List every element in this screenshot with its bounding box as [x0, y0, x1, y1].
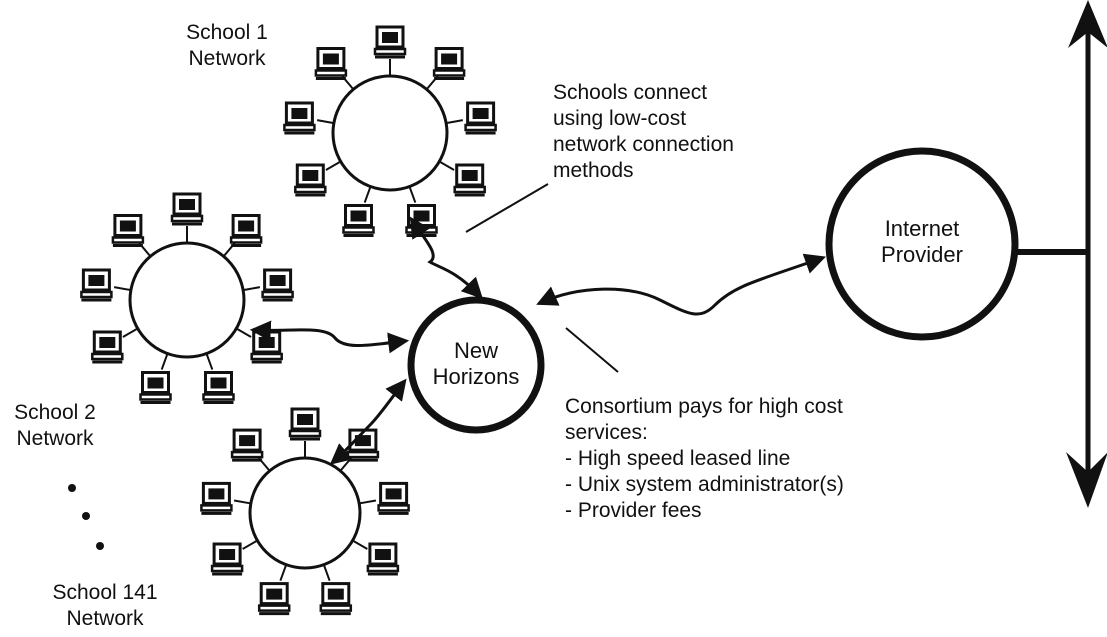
computer-icon — [432, 47, 466, 80]
network-spoke — [233, 499, 252, 505]
computer-icon — [229, 214, 263, 247]
computer-icon — [293, 163, 327, 197]
network-spoke — [352, 539, 368, 550]
computer-icon — [210, 542, 244, 576]
computer-icon — [373, 25, 407, 59]
internet-provider-label-line2: Provider — [881, 242, 963, 267]
computer-icon — [314, 47, 348, 80]
school-141-network-ring — [199, 407, 411, 616]
computer-icon — [342, 204, 375, 237]
network-spoke — [316, 119, 335, 125]
computer-icon — [139, 371, 172, 404]
consortium-title-line: services: — [565, 421, 648, 444]
link-school141-hub — [329, 378, 407, 465]
link-school2-hub — [249, 320, 410, 354]
computer-icon — [288, 407, 322, 441]
internet-provider-node — [825, 147, 1019, 341]
network-spoke — [445, 119, 464, 125]
school-1-label-line2: Network — [188, 47, 266, 70]
network-spoke — [113, 286, 132, 292]
consortium-title-line: Consortium pays for high cost — [565, 395, 843, 418]
network-ring — [331, 74, 449, 192]
computer-icon — [257, 582, 291, 616]
school-2-label: School 2 Network — [0, 400, 110, 452]
more-schools-ellipsis — [68, 484, 104, 550]
school-141-label-line1: School 141 — [52, 581, 158, 604]
school-1-network-ring — [282, 25, 498, 237]
network-spoke — [122, 327, 139, 338]
network-spoke — [242, 539, 258, 550]
computer-icon — [453, 163, 487, 197]
computer-icon — [366, 542, 400, 576]
new-horizons-label-line2: Horizons — [432, 364, 520, 389]
network-spoke — [235, 327, 252, 338]
network-spoke — [438, 160, 455, 171]
computer-icon — [79, 268, 113, 302]
schools-connect-line: methods — [553, 159, 634, 182]
backbone-arrow-up — [1068, 0, 1107, 48]
schools-connect-line: using low-cost — [553, 107, 687, 130]
internet-provider-label: Internet Provider — [852, 216, 992, 268]
computer-icon — [199, 481, 233, 515]
school-1-label: School 1 Network — [172, 20, 282, 72]
computer-icon — [319, 582, 353, 616]
network-ring — [128, 241, 246, 359]
consortium-pointer — [565, 327, 619, 373]
schools-connect-line: network connection — [553, 133, 734, 156]
link-school1-hub — [409, 216, 483, 300]
network-spoke — [279, 564, 288, 581]
school-141-label: School 141 Network — [40, 580, 170, 632]
school-141-label-line2: Network — [66, 607, 144, 630]
consortium-annotation: Consortium pays for high cost services: … — [565, 394, 844, 524]
network-spoke — [408, 186, 417, 203]
school-2-network-ring — [79, 192, 295, 404]
network-spoke — [363, 186, 372, 203]
computer-icon — [202, 371, 235, 404]
school-1-label-line1: School 1 — [186, 21, 268, 44]
computer-icon — [111, 214, 145, 247]
network-spoke — [358, 499, 377, 505]
computer-icon — [464, 101, 498, 135]
network-spoke — [160, 353, 169, 370]
network-spoke — [205, 353, 214, 370]
computer-icon — [90, 330, 124, 364]
network-spoke — [322, 564, 331, 581]
school-2-label-line2: Network — [16, 427, 94, 450]
schools-connect-line: Schools connect — [553, 81, 708, 104]
network-spoke — [242, 286, 261, 292]
consortium-item: - Provider fees — [565, 499, 702, 522]
schools-connect-annotation: Schools connect using low-cost network c… — [553, 80, 734, 184]
new-horizons-node — [407, 296, 545, 434]
computer-icon — [250, 330, 284, 364]
network-ring — [248, 456, 362, 570]
computer-icon — [377, 481, 411, 515]
internet-provider-label-line1: Internet — [884, 216, 960, 241]
computer-icon — [261, 268, 295, 302]
computer-icon — [405, 204, 438, 237]
new-horizons-label: New Horizons — [406, 338, 546, 390]
schools-connect-pointer — [465, 183, 549, 233]
network-spoke — [325, 160, 342, 171]
computer-icon — [170, 192, 204, 226]
consortium-item: - High speed leased line — [565, 447, 791, 470]
new-horizons-label-line1: New — [453, 338, 498, 363]
link-hub-provider — [536, 253, 826, 316]
consortium-item: - Unix system administrator(s) — [565, 473, 844, 496]
backbone-arrow-down — [1066, 452, 1107, 508]
computer-icon — [282, 101, 316, 135]
computer-icon — [230, 428, 264, 462]
school-2-label-line1: School 2 — [14, 401, 96, 424]
